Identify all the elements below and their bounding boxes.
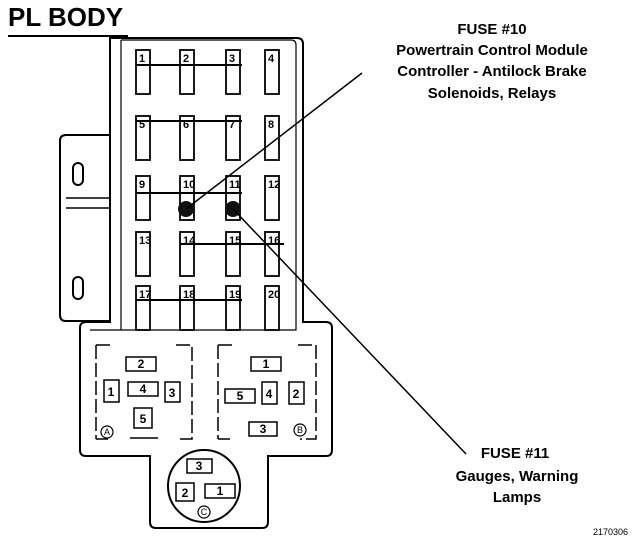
fuse-slot-18: [179, 285, 195, 331]
relay-block-c: 3 2 1 C: [167, 449, 241, 523]
fuse-label-16: 16: [268, 235, 280, 247]
relay-a-label-3: 4: [140, 382, 147, 396]
callout-top-line1: FUSE #10: [457, 21, 526, 38]
fuse-slot-15: [225, 231, 241, 277]
fuse-11-callout: FUSE #11 Gauges, Warning Lamps: [456, 445, 579, 506]
relay-block-c-marker: [197, 505, 211, 519]
callout-bottom-line3: Lamps: [493, 489, 541, 506]
fuse-slot-11: [225, 175, 241, 221]
callout-top-line2: Powertrain Control Module: [396, 42, 588, 59]
callout-bottom-line2: Gauges, Warning: [456, 468, 579, 485]
fuse-slot-5: [135, 115, 151, 161]
fuse-slot-7: [225, 115, 241, 161]
relay-b-label-1: 1: [263, 357, 270, 371]
fuse-slot-2: [179, 49, 195, 95]
mounting-slot-upper: [72, 162, 84, 186]
fuse-slot-3: [225, 49, 241, 95]
fuse-label-14: 14: [183, 235, 196, 247]
fuse-slot-6: [179, 115, 195, 161]
fuse-block-outline: [79, 37, 333, 529]
fuse-label-10: 10: [183, 179, 195, 191]
relay-a-label-2: 1: [108, 385, 115, 399]
fuse-label-4: 4: [268, 53, 275, 65]
callout-top-line4: Solenoids, Relays: [428, 85, 556, 102]
fuse-label-19: 19: [229, 289, 241, 301]
fuse-slot-14: [179, 231, 195, 277]
fuse-slot-20: [264, 285, 280, 331]
fuse-slot-12: [264, 175, 280, 221]
relay-block-b-letter: B: [297, 425, 303, 435]
relay-block-b: 1 5 4 2 3 B: [217, 344, 317, 440]
mounting-tab: [59, 134, 110, 322]
fuse-slot-10: [179, 175, 195, 221]
relay-a-label-1: 2: [138, 357, 145, 371]
fuse-slot-16: [264, 231, 280, 277]
fuse-slot-13: [135, 231, 151, 277]
fuse-slot-19: [225, 285, 241, 331]
fuse-label-1: 1: [139, 53, 145, 65]
fuse-label-13: 13: [139, 235, 151, 247]
fuse-label-3: 3: [229, 53, 235, 65]
relay-a-label-4: 3: [169, 386, 176, 400]
fuse-label-20: 20: [268, 289, 280, 301]
relay-b-label-3: 4: [266, 387, 273, 401]
relay-b-label-2: 5: [237, 389, 244, 403]
fuse-label-9: 9: [139, 179, 145, 191]
relay-b-label-5: 3: [260, 422, 267, 436]
relay-c-label-2: 2: [182, 486, 189, 500]
mounting-slot-lower: [72, 276, 84, 300]
fuse-slot-1: [135, 49, 151, 95]
fuse-label-6: 6: [183, 119, 189, 131]
fuse-label-17: 17: [139, 289, 151, 301]
fuse-label-2: 2: [183, 53, 189, 65]
fuse-10-callout: FUSE #10 Powertrain Control Module Contr…: [396, 21, 588, 102]
callout-bottom-line1: FUSE #11: [481, 445, 549, 462]
callout-top-line3: Controller - Antilock Brake: [397, 63, 586, 80]
fuse-10-leader: [185, 72, 363, 210]
fuse-label-5: 5: [139, 119, 145, 131]
relay-b-label-4: 2: [293, 387, 300, 401]
fuse-label-11: 11: [229, 179, 241, 191]
fuse-slot-9: [135, 175, 151, 221]
fuse-11-leader: [232, 208, 467, 455]
fuse-bus-bars: [136, 64, 284, 301]
relay-block-a-marker: [100, 425, 114, 439]
relay-c-label-3: 1: [217, 484, 224, 498]
fuse-label-8: 8: [268, 119, 274, 131]
relay-a-label-5: 5: [140, 412, 147, 426]
fuse-label-18: 18: [183, 289, 195, 301]
figure-id: 2170306: [593, 527, 628, 537]
relay-block-a: 2 1 4 3 5 A: [95, 344, 193, 440]
relay-block-c-letter: C: [201, 507, 208, 517]
fuse-label-15: 15: [229, 235, 241, 247]
diagram-title: PL BODY: [8, 2, 123, 32]
fuse-block-inner-outline: [90, 39, 297, 331]
relay-c-label-1: 3: [196, 459, 203, 473]
fuse-label-7: 7: [229, 119, 235, 131]
relay-block-b-marker: [293, 423, 307, 437]
fuse-slot-4: [264, 49, 280, 95]
fuse-label-12: 12: [268, 179, 280, 191]
fuse-slot-17: [135, 285, 151, 331]
relay-block-a-letter: A: [104, 427, 110, 437]
